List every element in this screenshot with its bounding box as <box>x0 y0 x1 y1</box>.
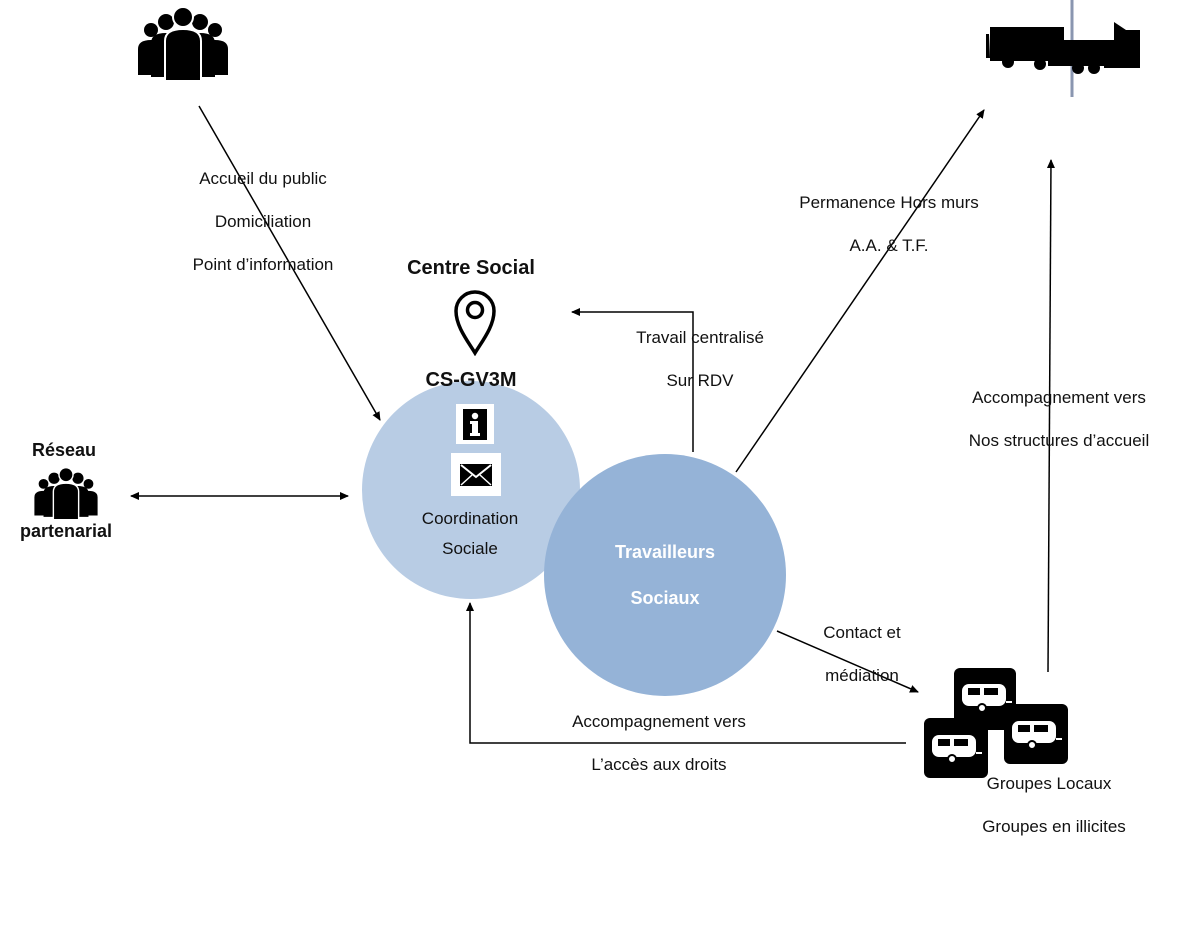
envelope-icon <box>451 453 501 496</box>
truck-caravan-icon <box>986 0 1140 97</box>
public-label-1: Accueil du public <box>199 169 327 188</box>
arrow-to-structures <box>1046 159 1055 673</box>
arrow-public-to-centre <box>198 105 381 421</box>
groupes-label-1: Groupes Locaux <box>986 774 1112 793</box>
travailleurs-sociaux-circle <box>544 454 786 696</box>
reseau-people-icon <box>34 467 98 520</box>
acces-droits-label-1: Accompagnement vers <box>572 712 746 731</box>
structures-label-1: Accompagnement vers <box>972 388 1146 407</box>
contact-label-2: médiation <box>825 666 899 685</box>
caravan-icon <box>924 668 1068 778</box>
travail-label-1: Travail centralisé <box>636 328 764 347</box>
people-group-icon <box>138 6 228 81</box>
groupes-label-2: Groupes en illicites <box>982 817 1126 836</box>
arrow-travailleurs-to-centre-title <box>571 308 694 452</box>
reseau-label-bottom: partenarial <box>19 521 113 541</box>
travail-label-2: Sur RDV <box>666 371 734 390</box>
public-label-2: Domiciliation <box>214 212 312 231</box>
structures-label-2: Nos structures d’accueil <box>968 431 1150 450</box>
contact-label-1: Contact et <box>823 623 901 642</box>
info-icon <box>456 404 494 444</box>
travailleurs-line-1: Travailleurs <box>614 542 716 562</box>
acces-droits-label-2: L’accès aux droits <box>591 755 727 774</box>
arrow-contact-mediation <box>776 630 919 693</box>
centre-circle-line-2: Sociale <box>442 539 498 558</box>
map-pin-icon <box>454 290 496 356</box>
cs-name: CS-GV3M <box>425 369 517 391</box>
permanence-label-1: Permanence Hors murs <box>799 193 979 212</box>
centre-circle-line-1: Coordination <box>421 509 519 528</box>
arrow-permanence <box>735 109 985 473</box>
reseau-label-top: Réseau <box>31 440 97 460</box>
public-label-3: Point d’information <box>192 255 334 274</box>
centre-social-title: Centre Social <box>407 257 535 279</box>
permanence-label-2: A.A. & T.F. <box>849 236 929 255</box>
arrow-acces-droits <box>466 602 906 744</box>
travailleurs-line-2: Sociaux <box>630 588 700 608</box>
